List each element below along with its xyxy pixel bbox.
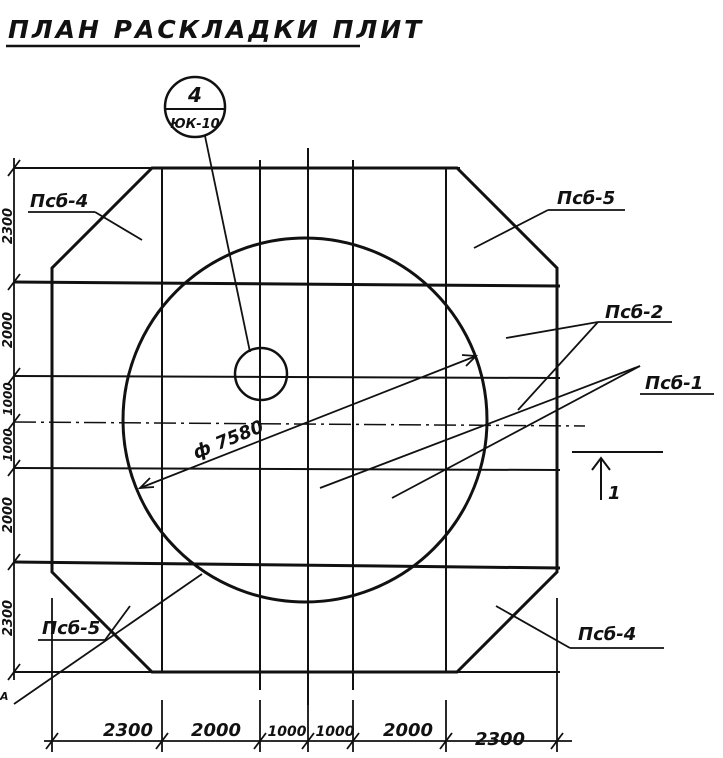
- svg-text:1000: 1000: [268, 724, 307, 740]
- svg-text:1000: 1000: [1, 382, 15, 415]
- svg-text:2000: 2000: [1, 497, 16, 533]
- left-dimension-chain: 2300 2000 1000 1000 2000 2300: [1, 158, 21, 681]
- slab-label-psb5-bottom: Псб-5: [38, 605, 131, 641]
- svg-text:Псб-1: Псб-1: [645, 373, 703, 394]
- vertical-joints: [161, 148, 447, 705]
- section-number: 1: [608, 483, 621, 504]
- svg-text:1000: 1000: [1, 428, 15, 461]
- callout-number: 4: [187, 83, 202, 107]
- section-leader: А: [0, 573, 203, 705]
- plan-title: ПЛАН РАСКЛАДКИ ПЛИТ: [8, 15, 424, 44]
- section-mark: 1: [572, 451, 663, 504]
- svg-text:2300: 2300: [1, 600, 16, 636]
- svg-text:2300: 2300: [1, 208, 16, 244]
- horizontal-joints: [13, 167, 586, 673]
- svg-text:2000: 2000: [1, 312, 16, 348]
- svg-text:Псб-5: Псб-5: [42, 618, 100, 639]
- svg-text:Псб-5: Псб-5: [557, 188, 615, 209]
- slab-label-psb4-bottom: Псб-4: [495, 605, 664, 649]
- opening-circle: [233, 346, 289, 402]
- svg-text:2000: 2000: [191, 720, 241, 741]
- svg-text:Псб-2: Псб-2: [605, 302, 663, 323]
- slab-label-psb5-top: Псб-5: [473, 188, 625, 249]
- svg-text:Псб-4: Псб-4: [578, 624, 636, 645]
- svg-text:Псб-4: Псб-4: [30, 191, 88, 212]
- svg-text:2300: 2300: [103, 720, 153, 741]
- slab-label-psb1: Псб-1: [319, 365, 714, 499]
- bottom-dimension-chain: 2300 2000 1000 1000 2000 2300: [44, 598, 572, 752]
- detail-callout: 4 ЮК-10: [163, 75, 251, 353]
- svg-text:2000: 2000: [383, 720, 433, 741]
- svg-text:2300: 2300: [475, 729, 525, 750]
- slab-label-psb4-top: Псб-4: [28, 191, 143, 241]
- tank-circle: [121, 236, 489, 604]
- slab-label-psb2: Псб-2: [505, 302, 672, 411]
- callout-sheet: ЮК-10: [170, 117, 219, 132]
- svg-text:А: А: [0, 690, 9, 703]
- svg-text:1000: 1000: [316, 724, 355, 740]
